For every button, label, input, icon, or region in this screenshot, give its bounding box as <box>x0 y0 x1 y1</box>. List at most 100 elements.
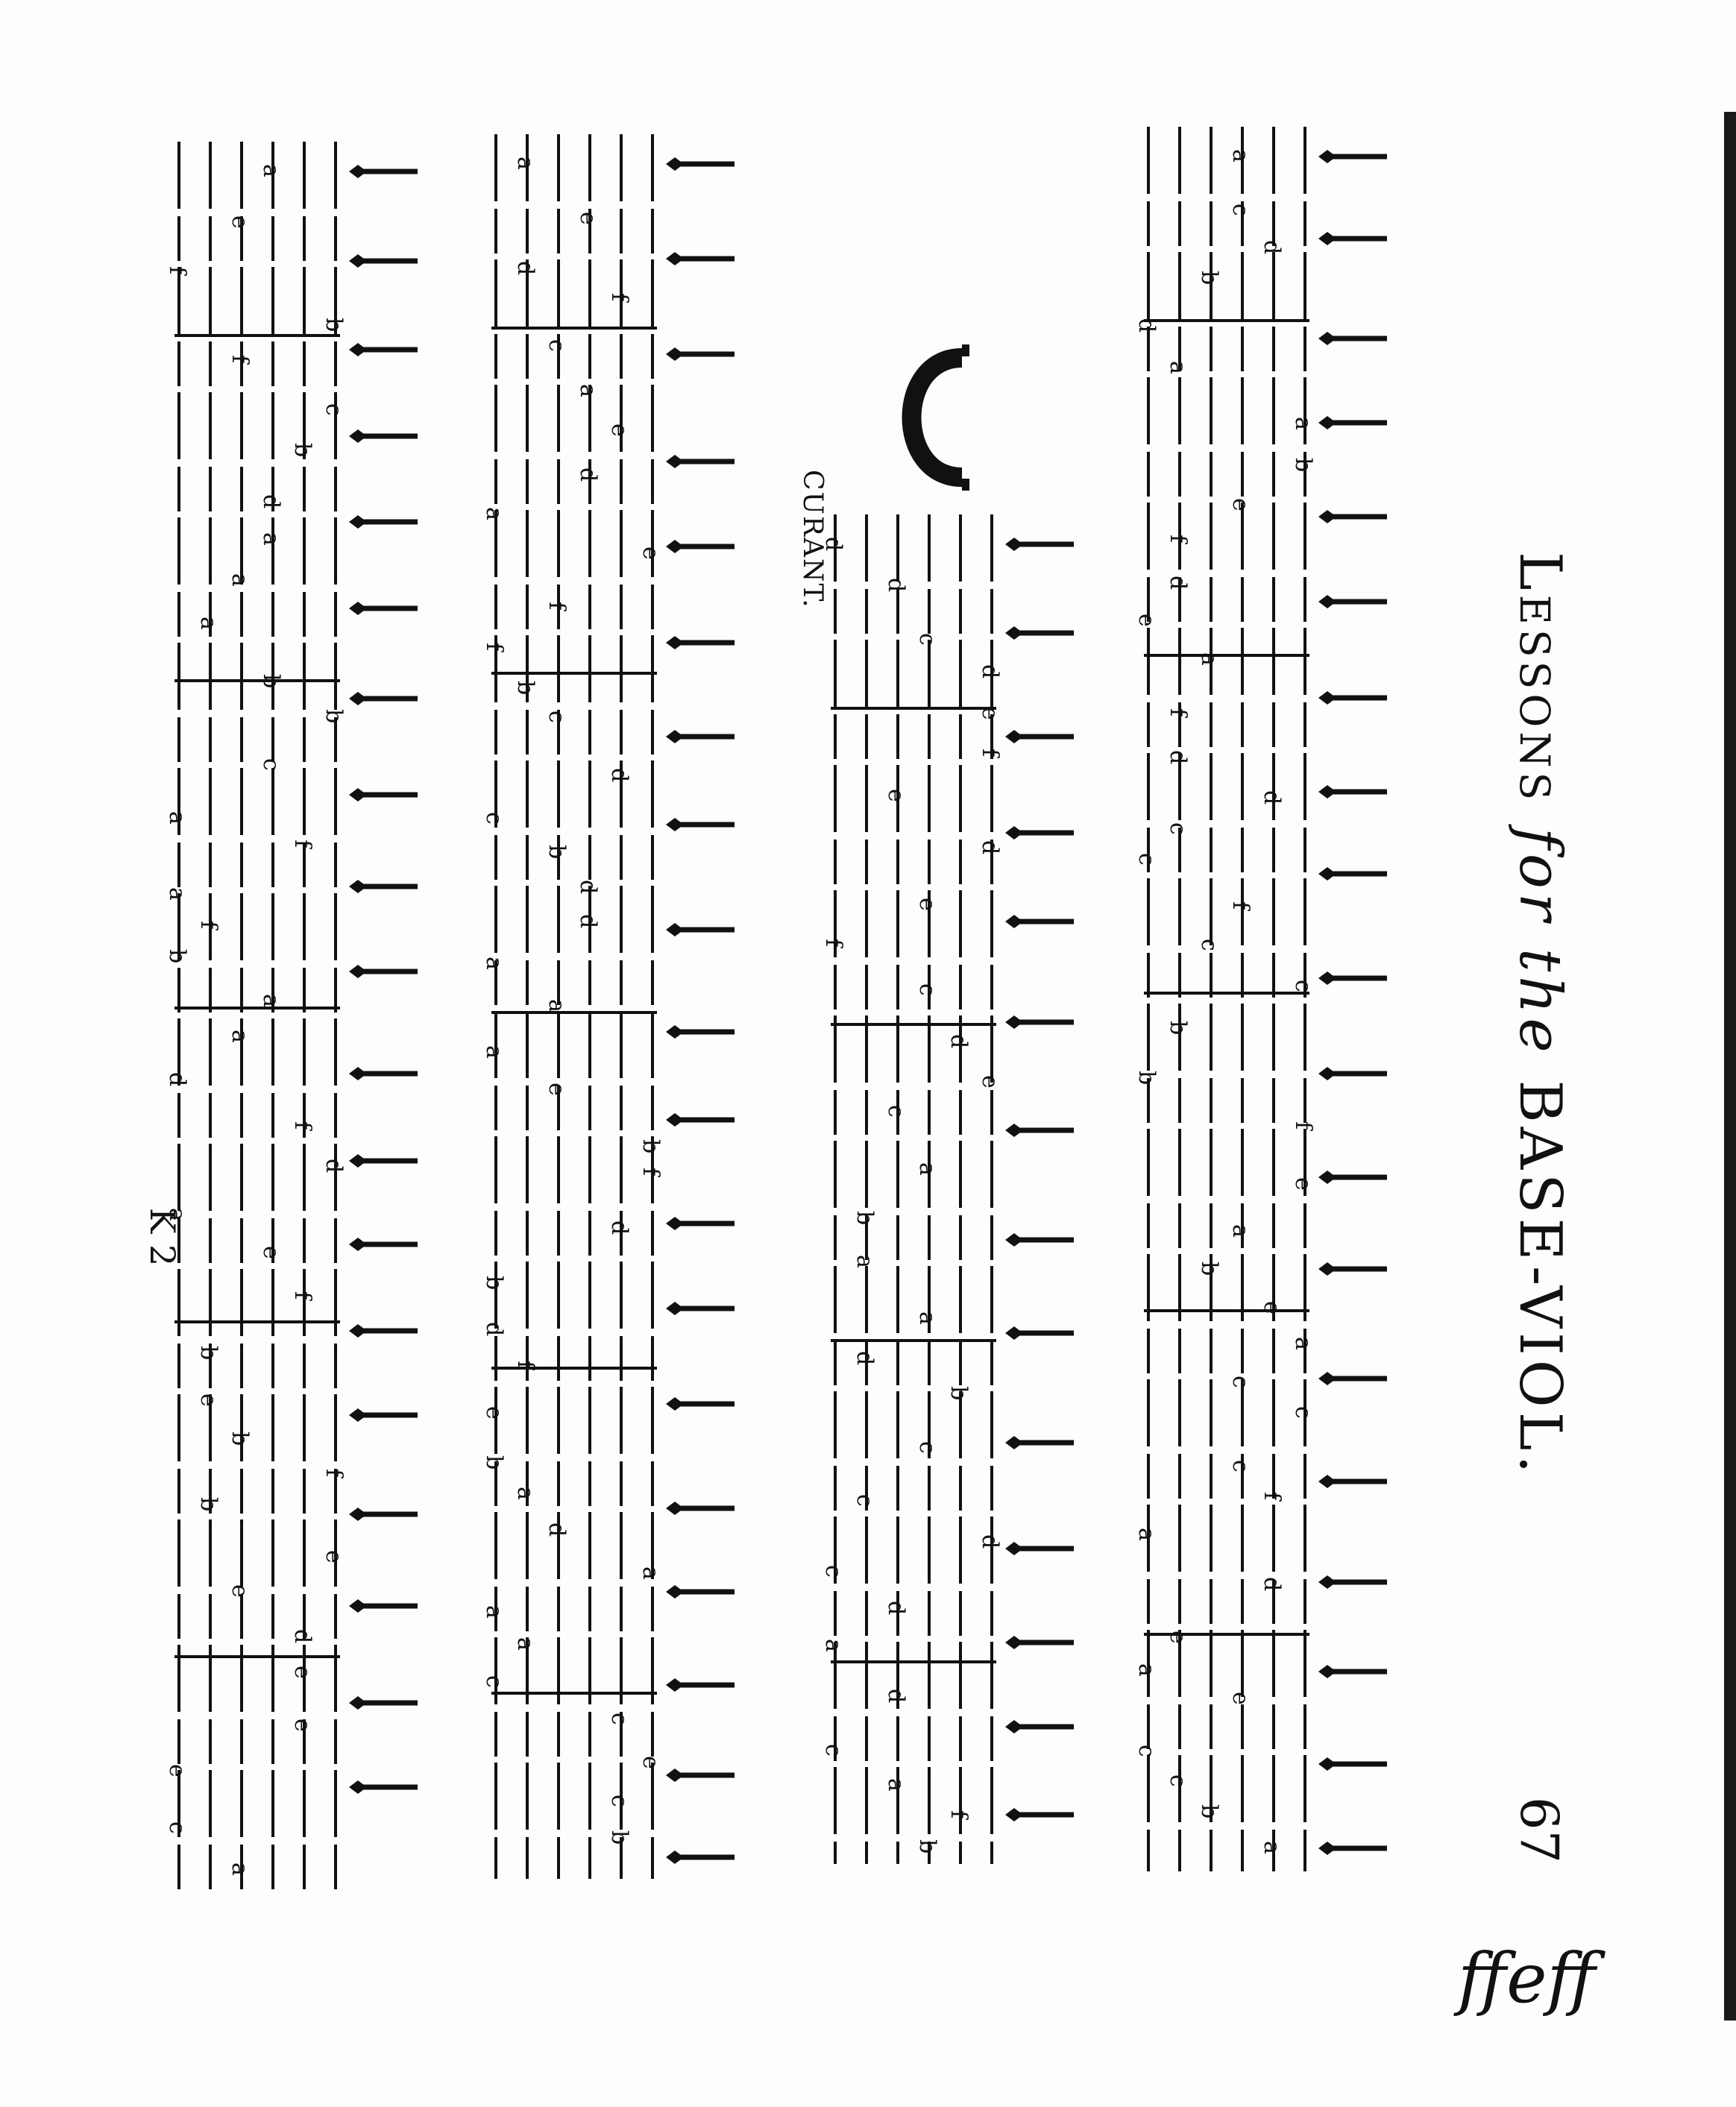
fret-letter: f <box>820 939 846 948</box>
fret-letter: e <box>289 1719 315 1732</box>
fret-letter: f <box>606 293 632 303</box>
rhythm-flag-head <box>349 254 367 268</box>
fret-letter: c <box>481 812 507 825</box>
fret-letter: b <box>512 681 538 695</box>
fret-letter: f <box>1290 1121 1316 1131</box>
fret-letter: e <box>914 898 940 911</box>
fret-letter: d <box>946 1034 972 1048</box>
fret-letter: a <box>544 999 570 1012</box>
fret-letter: d <box>606 768 632 782</box>
fret-letter: a <box>1290 1337 1316 1350</box>
fret-letter: c <box>1227 1460 1254 1473</box>
scan-edge <box>1724 112 1736 2021</box>
fret-letter: c <box>1290 1406 1316 1419</box>
rhythm-flag-head <box>349 965 367 978</box>
fret-letter: b <box>195 1497 221 1511</box>
fret-letter: a <box>227 1862 253 1876</box>
rhythm-flag-head <box>349 515 367 529</box>
fret-letter: c <box>606 1713 632 1725</box>
fret-letter: e <box>606 423 632 437</box>
fret-letter: e <box>638 547 664 560</box>
fret-letter: f <box>227 355 253 365</box>
rhythm-flag-head <box>666 1113 684 1127</box>
fret-letter: a <box>512 157 538 170</box>
rhythm-flag-head <box>1318 867 1336 881</box>
fret-letter: f <box>195 921 221 930</box>
rhythm-flag-head <box>1318 1067 1336 1080</box>
rhythm-flag-head <box>1318 332 1336 345</box>
fret-letter: d <box>1133 318 1160 333</box>
fret-letter: e <box>1227 1692 1254 1705</box>
fret-letter: f <box>289 1291 315 1301</box>
fret-letter: b <box>606 1830 632 1845</box>
fret-letter: f <box>946 1810 972 1820</box>
section-heading: CURANT. <box>797 470 828 609</box>
fret-letter: c <box>914 633 940 646</box>
fret-letter: c <box>820 1565 846 1578</box>
fret-letter: b <box>321 318 347 332</box>
fret-letter: b <box>289 443 315 457</box>
tab-system-3: aedfcaedaeffbcdcbddaaaebfdbdfebadaaaccec… <box>481 134 735 1879</box>
fret-letter: e <box>883 789 909 802</box>
fret-letter: e <box>258 1246 284 1259</box>
fret-letter: e <box>1259 1301 1285 1314</box>
fret-letter: d <box>977 664 1003 678</box>
rhythm-flag-head <box>349 1508 367 1521</box>
fret-letter: c <box>164 1821 190 1834</box>
fret-letter: f <box>481 643 507 652</box>
fret-letter: b <box>321 709 347 723</box>
rhythm-flag-head <box>1318 1475 1336 1488</box>
fret-letter: d <box>1259 1577 1285 1591</box>
fret-letter: a <box>1133 1663 1160 1677</box>
fret-letter: d <box>606 1221 632 1235</box>
rhythm-flag-head <box>1005 1233 1023 1247</box>
fret-letter: d <box>883 578 909 592</box>
rhythm-flag-head <box>1005 1124 1023 1137</box>
fret-letter: e <box>575 212 601 225</box>
fret-letter: d <box>575 880 601 894</box>
rhythm-flag-head <box>1005 1720 1023 1733</box>
fret-letter: c <box>820 1744 846 1757</box>
rhythm-flag-head <box>349 165 367 178</box>
fret-letter: b <box>258 674 284 688</box>
fret-letter: e <box>195 1393 221 1407</box>
tab-system-1: acdbdaabefdeafddccfccbbfeabeacccfadeaecc… <box>1133 127 1387 1871</box>
fret-letter: a <box>195 617 221 630</box>
rhythm-flag-head <box>666 923 684 936</box>
fret-letter: f <box>977 749 1003 758</box>
rhythm-flag-head <box>349 429 367 443</box>
fret-letter: c <box>883 1105 909 1118</box>
handwritten-margin-note: ffeff <box>1458 1938 1596 2018</box>
fret-letter: d <box>1165 576 1191 590</box>
fret-letter: a <box>1227 1224 1254 1238</box>
rhythm-flag-head <box>1318 1757 1336 1771</box>
fret-letter: c <box>1290 980 1316 992</box>
rhythm-flag-head <box>1318 232 1336 245</box>
fret-letter: a <box>227 573 253 587</box>
fret-letter: c <box>914 1441 940 1454</box>
fret-letter: a <box>852 1255 878 1268</box>
fret-letter: d <box>258 494 284 508</box>
fret-letter: f <box>1259 1492 1285 1502</box>
fret-letter: d <box>544 1522 570 1537</box>
fret-letter: e <box>977 707 1003 720</box>
fret-letter: a <box>1227 149 1254 163</box>
rhythm-flag-head <box>1005 1326 1023 1340</box>
rhythm-flag-head <box>666 1769 684 1782</box>
fret-letter: a <box>227 1030 253 1043</box>
fret-letter: b <box>852 1211 878 1225</box>
fret-letter: b <box>1196 1262 1222 1276</box>
fret-letter: d <box>1259 240 1285 254</box>
rhythm-flag-head <box>1318 1372 1336 1385</box>
fret-letter: a <box>820 1639 846 1652</box>
fret-letter: b <box>1196 1804 1222 1818</box>
fret-letter: e <box>321 1550 347 1563</box>
rhythm-flag-head <box>349 692 367 705</box>
rhythm-flag-head <box>1005 1808 1023 1821</box>
fret-letter: c <box>1227 204 1254 216</box>
fret-letter: e <box>1165 1631 1191 1644</box>
rhythm-flag-head <box>349 880 367 893</box>
fret-letter: d <box>977 1534 1003 1549</box>
